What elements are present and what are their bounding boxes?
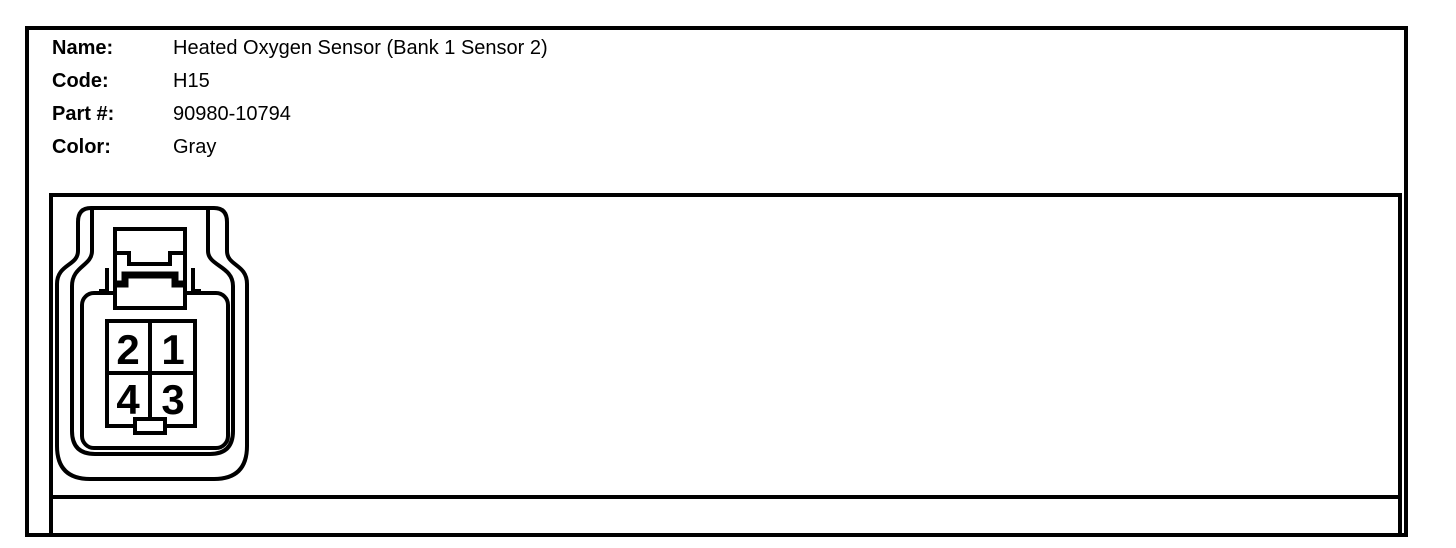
- color-value: Gray: [173, 136, 217, 158]
- latch-guide-right: [191, 268, 201, 293]
- index-notch: [133, 417, 167, 435]
- name-row: Name: Heated Oxygen Sensor (Bank 1 Senso…: [52, 32, 548, 65]
- code-label: Code:: [52, 70, 109, 92]
- pin-number: 2: [116, 326, 139, 373]
- code-value: H15: [173, 70, 210, 92]
- code-row: Code: H15: [52, 65, 548, 98]
- pin-number: 3: [161, 376, 184, 423]
- pin-number: 1: [161, 326, 184, 373]
- latch-upper-notch: [117, 251, 183, 266]
- color-label: Color:: [52, 136, 111, 158]
- name-label: Name:: [52, 37, 114, 59]
- name-value: Heated Oxygen Sensor (Bank 1 Sensor 2): [173, 37, 548, 59]
- part-number-label: Part #:: [52, 103, 115, 125]
- connector-info-list: Name: Heated Oxygen Sensor (Bank 1 Senso…: [52, 32, 548, 164]
- latch-lower-bar: [116, 271, 184, 288]
- latch-box: [113, 227, 187, 310]
- empty-bottom-strip: [49, 495, 1402, 537]
- pin-number: 4: [116, 376, 140, 423]
- housing-inner-outline: [70, 210, 235, 456]
- part-number-row: Part #: 90980-10794: [52, 98, 548, 131]
- part-number-value: 90980-10794: [173, 103, 291, 125]
- color-row: Color: Gray: [52, 131, 548, 164]
- connector-diagram-box: [49, 193, 1402, 499]
- connector-pinout-diagram: 2 1 4 3: [55, 206, 249, 481]
- latch-guide-left: [99, 268, 109, 293]
